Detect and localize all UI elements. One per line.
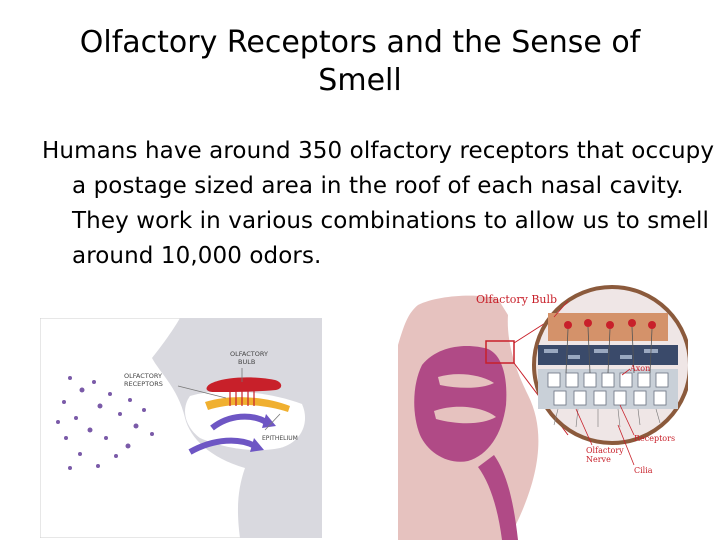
label-leaders-right <box>553 300 635 466</box>
label-axon: Axon <box>629 364 650 373</box>
receptor-cells <box>547 372 669 406</box>
label-leaders-left <box>177 368 281 431</box>
odor-particles <box>56 376 154 470</box>
slide-title: Olfactory Receptors and the Sense of Sme… <box>79 25 641 98</box>
slide-body-text: Humans have around 350 olfactory recepto… <box>42 138 715 269</box>
airflow-arrow-lower <box>188 437 257 455</box>
label-olfactory-bulb: Olfactory Bulb <box>476 293 557 306</box>
nasal-tissue <box>414 346 507 462</box>
label-olfactory-bulb-line1: OLFACTORY <box>230 350 268 358</box>
turbinate-upper <box>438 374 494 388</box>
label-epithelium: EPITHELIUM <box>262 435 298 442</box>
airflow-arrow-upper <box>210 413 268 431</box>
label-olfactory-receptors-line1: OLFACTORY <box>124 372 162 380</box>
label-olfactory-bulb-line2: BULB <box>238 358 255 366</box>
label-cilia: Cilia <box>634 466 653 475</box>
label-receptors: Receptors <box>634 434 675 443</box>
throat <box>478 455 518 540</box>
zoom-box <box>485 340 515 364</box>
glomeruli <box>564 319 656 329</box>
olfactory-bulb-shape <box>206 377 282 392</box>
bone-layer <box>538 345 678 365</box>
label-olfactory-receptors-line2: RECEPTORS <box>124 380 163 388</box>
turbinate-lower <box>434 406 496 424</box>
olfactory-diagram-right: Olfactory Bulb Axon Receptors Olfactory … <box>398 285 688 540</box>
axon-lines <box>565 326 653 374</box>
receptor-strands <box>229 390 255 406</box>
label-olfactory-nerve-line2: Nerve <box>586 455 611 464</box>
olfactory-diagram-left: OLFACTORY BULB OLFACTORY RECEPTORS EPITH… <box>40 318 322 538</box>
label-olfactory-nerve-line1: Olfactory <box>586 446 624 455</box>
